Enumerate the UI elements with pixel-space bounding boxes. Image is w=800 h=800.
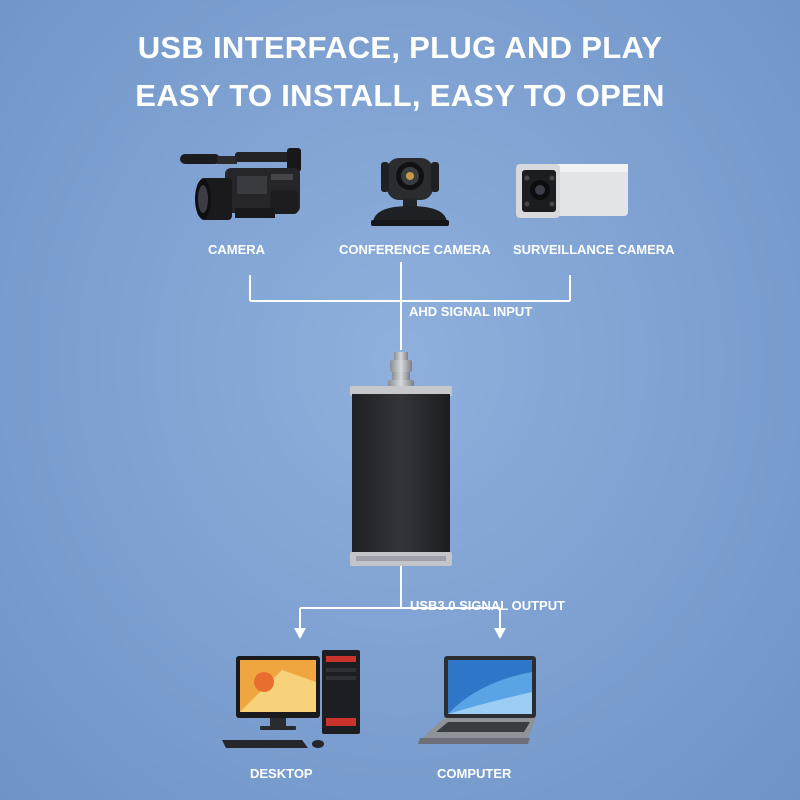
headline-line-2: EASY TO INSTALL, EASY TO OPEN [135, 78, 665, 113]
bnc-connector-icon [388, 352, 414, 388]
surveillance-camera-label: SURVEILLANCE CAMERA [513, 242, 675, 257]
arrow-computer-icon [494, 628, 506, 639]
headline-line-1: USB INTERFACE, PLUG AND PLAY [137, 30, 663, 65]
computer-label: COMPUTER [437, 766, 512, 781]
camcorder-icon [180, 148, 301, 220]
camera-label: CAMERA [208, 242, 266, 257]
capture-device [350, 352, 452, 566]
surveillance-camera-icon [516, 164, 628, 218]
laptop-icon [418, 656, 536, 744]
desktop-icon [222, 650, 360, 748]
usb-signal-output-label: USB3.0 SIGNAL OUTPUT [410, 598, 566, 613]
ahd-signal-input-label: AHD SIGNAL INPUT [409, 304, 533, 319]
desktop-label: DESKTOP [250, 766, 313, 781]
conference-camera-label: CONFERENCE CAMERA [339, 242, 491, 257]
arrow-desktop-icon [294, 628, 306, 639]
conference-camera-icon [371, 158, 449, 226]
